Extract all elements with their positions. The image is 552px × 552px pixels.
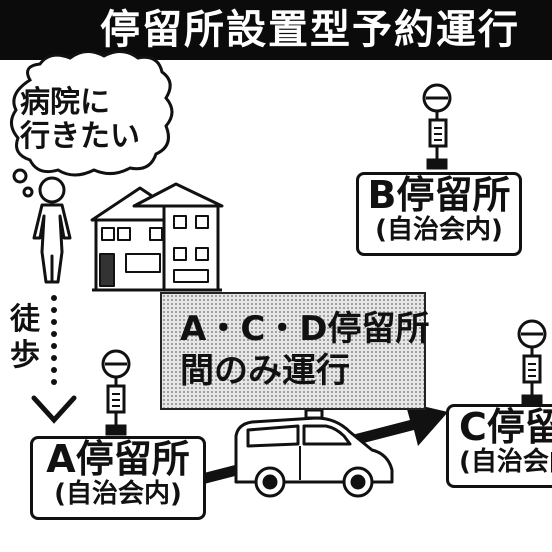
- speech-line: 行きたい: [20, 119, 140, 154]
- person-icon: [32, 176, 72, 284]
- bus-stop-sign-icon: [517, 319, 547, 406]
- stop-name: A停留所: [46, 437, 190, 481]
- stop-c-box: C停留所 (自治会内): [446, 404, 552, 488]
- stop-b-box: B停留所 (自治会内): [356, 172, 522, 256]
- speech-bubble-text: 病院に 行きたい: [20, 86, 170, 154]
- walk-char: 歩: [10, 338, 40, 373]
- stop-name: B停留所: [367, 173, 511, 217]
- walk-path: [51, 295, 57, 385]
- walk-label: 徒 歩: [10, 302, 44, 374]
- note-box: A・C・D停留所 間のみ運行: [160, 292, 430, 410]
- stop-a-box: A停留所 (自治会内): [30, 436, 206, 520]
- bus-stop-sign-icon: [101, 349, 131, 436]
- walk-char: 徒: [10, 302, 40, 337]
- speech-line: 病院に: [20, 85, 110, 120]
- stop-sub: (自治会内): [459, 447, 552, 477]
- house-icon: [90, 182, 224, 292]
- title-bar: 停留所設置型予約運行: [0, 0, 552, 60]
- van-icon: [234, 408, 394, 498]
- note-line: A・C・D停留所: [180, 309, 430, 349]
- stop-name: C停留所: [459, 405, 552, 449]
- page-title: 停留所設置型予約運行: [100, 7, 520, 53]
- speech-bubble: [10, 50, 174, 198]
- stop-sub: (自治会内): [375, 215, 503, 245]
- stop-sub: (自治会内): [54, 479, 182, 509]
- bus-stop-sign-icon: [422, 83, 452, 170]
- chevron-down-icon: [31, 395, 77, 424]
- note-line: 間のみ運行: [180, 351, 350, 391]
